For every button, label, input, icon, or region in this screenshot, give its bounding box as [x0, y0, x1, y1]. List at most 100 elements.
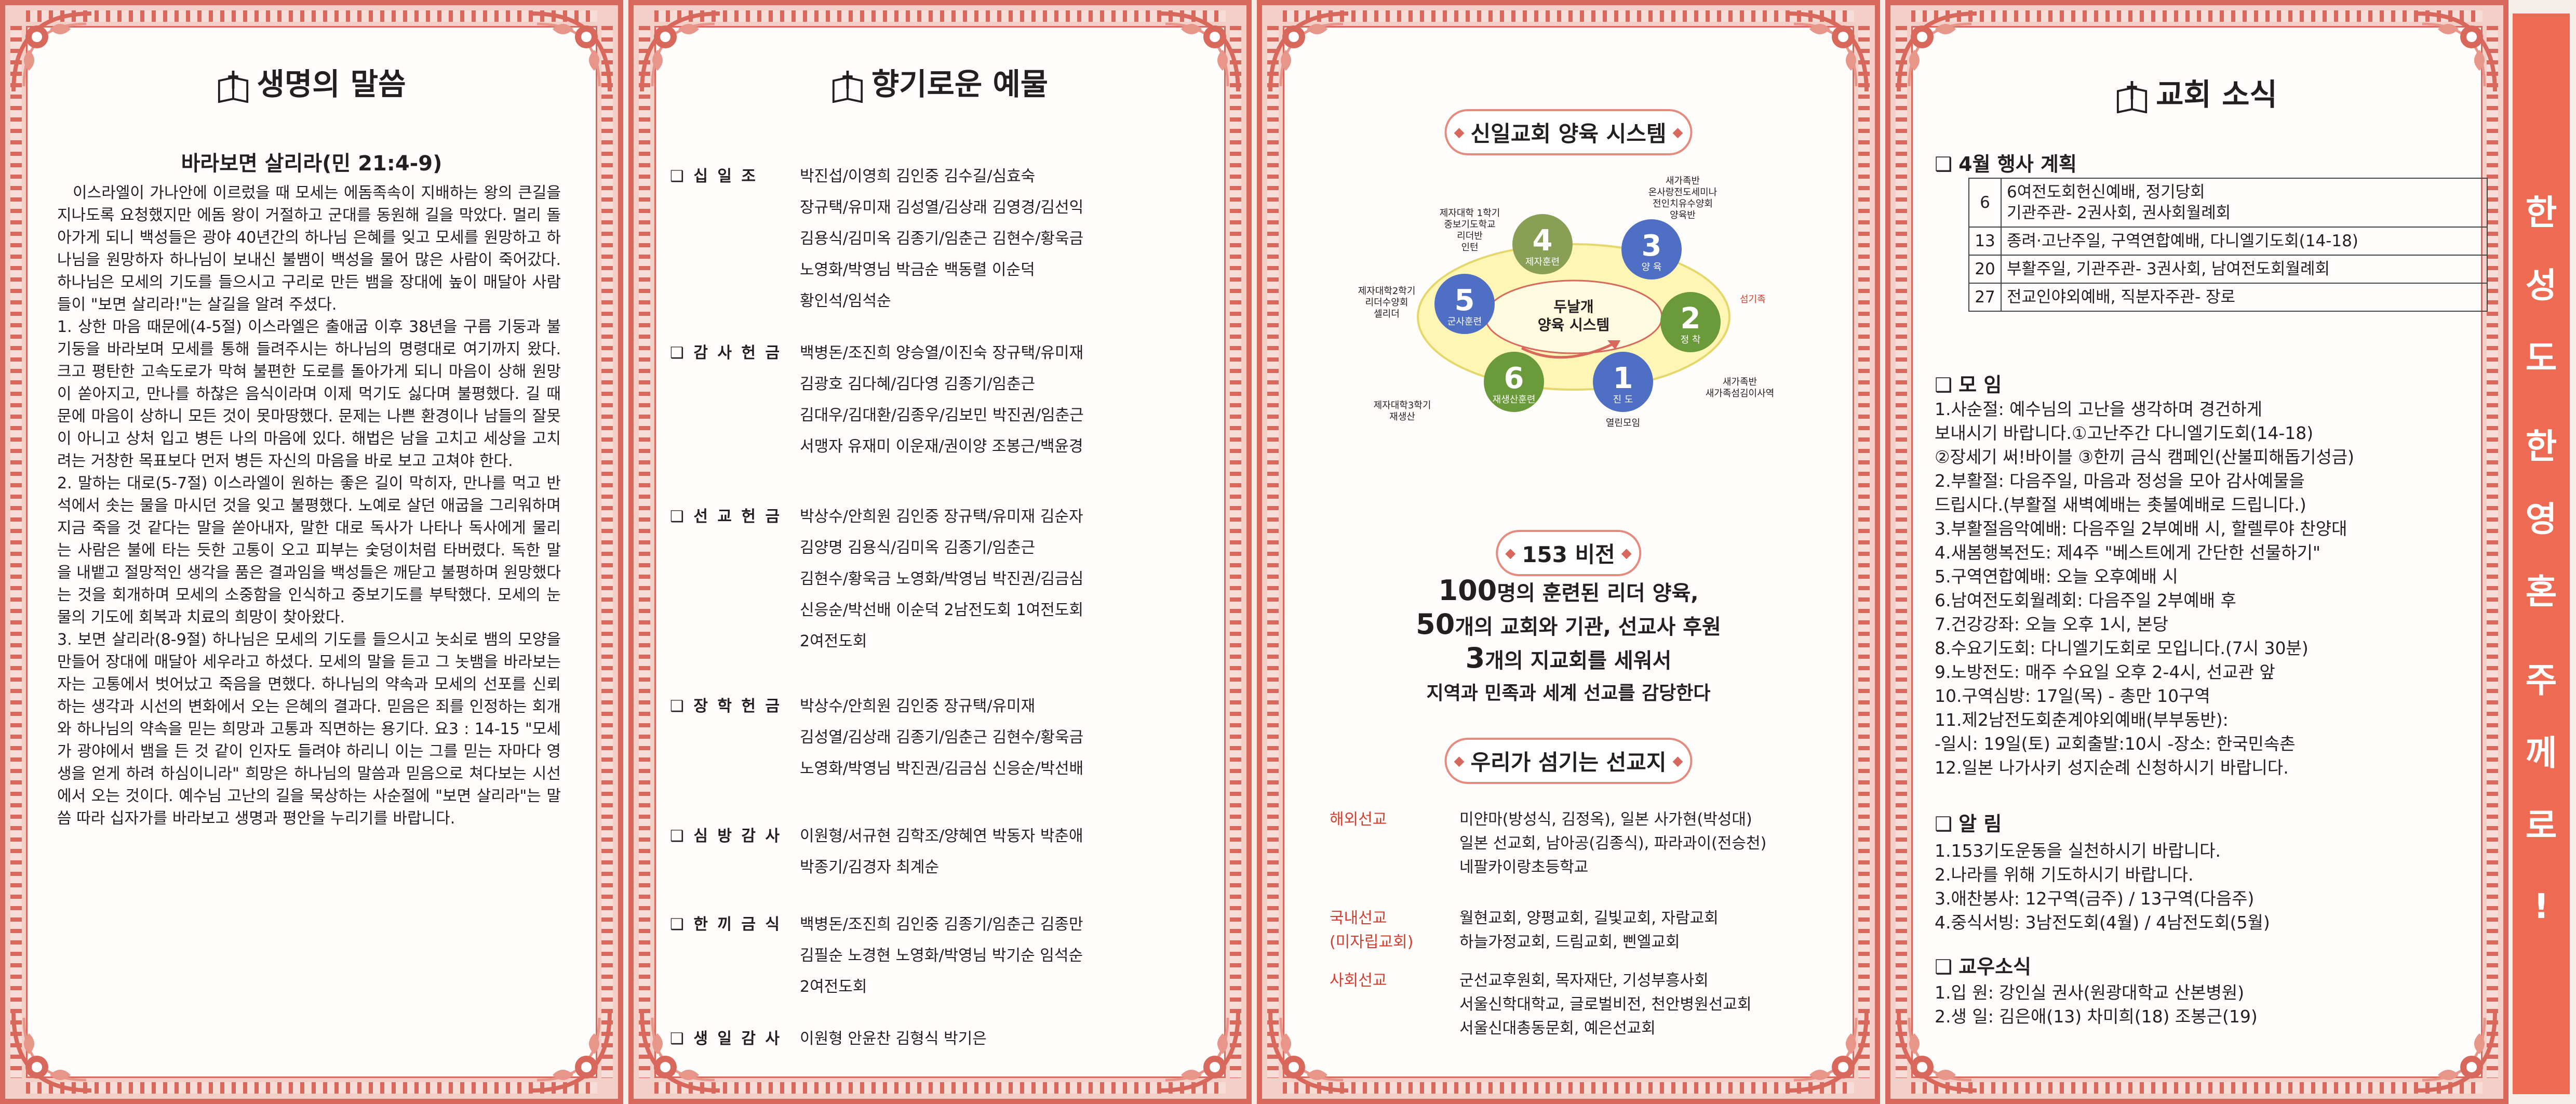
offering-names: 박상수/안희원 김인중 장규택/유미재 김순자 김양명 김용식/김미옥 김종기/… — [800, 508, 1084, 650]
annotation-step3: 새가족반 온사랑전도세미나 전인치유수양회 양육반 — [1648, 176, 1718, 221]
offering-names: 백병돈/조진희 양승열/이진숙 장규택/유미재 김광호 김다혜/김다영 김종기/… — [800, 344, 1084, 456]
border-stripe — [1267, 26, 1279, 1078]
vision-line: 지역과 민족과 세계 선교를 감당한다 — [1426, 683, 1711, 704]
border-stripe — [26, 10, 597, 22]
panel-inner — [654, 26, 1226, 1078]
mission-list: 군선교후원회, 목자재단, 기성부흥사회 서울신학대학교, 글로벌비전, 천안병… — [1459, 972, 1752, 1038]
sermon-point-2: 2. 말하는 대로(5-7절) 이스라엘이 원하는 좋은 길이 막히자, 만나를… — [57, 474, 561, 627]
step-sub: 양 육 — [1642, 262, 1662, 273]
step-number: 4 — [1533, 224, 1553, 258]
bible-cross-icon — [218, 70, 249, 103]
banner-char: 혼 — [2525, 572, 2557, 612]
table-row: 13 종려·고난주일, 구역연합예배, 다니엘기도회(14-18) — [1968, 227, 2488, 256]
vision-line: 3개의 지교회를 세워서 — [1465, 642, 1672, 674]
banner-char: 로 — [2525, 806, 2557, 846]
step-number: 5 — [1455, 284, 1475, 317]
offering-label: ❑ 십 일 조 — [670, 167, 758, 185]
annotation-step5: 제자대학2학기 리더수양회 셀리더 — [1358, 286, 1416, 320]
event-day: 27 — [1968, 283, 2002, 312]
section-title: 향기로운 예물 — [634, 60, 1246, 103]
offering-label: ❑ 선 교 헌 금 — [670, 508, 782, 526]
mission-list: 미얀마(방성식, 김정옥), 일본 사가현(박성대) 일본 선교회, 남아공(김… — [1459, 810, 1767, 876]
border-stripe — [2487, 26, 2498, 1078]
border-stripe — [1896, 26, 1907, 1078]
border-stripe — [1911, 10, 2483, 22]
event-text: 종려·고난주일, 구역연합예배, 다니엘기도회(14-18) — [2001, 227, 2488, 256]
offering-label: ❑ 심 방 감 사 — [670, 827, 782, 845]
annotation-side: 섬기족 — [1740, 294, 1766, 305]
annotation-step2: 새가족반 새가족섬김이사역 — [1705, 377, 1775, 399]
meetings-list: 1.사순절: 예수님의 고난을 생각하며 경건하게 보내시기 바랍니다.①고난주… — [1935, 399, 2355, 778]
meetings-heading: 모 임 — [1935, 369, 2002, 397]
section-title: 생명의 말씀 — [5, 60, 618, 103]
step-sub: 군사훈련 — [1447, 316, 1482, 327]
bible-cross-icon — [2116, 80, 2148, 113]
events-table: 6 6여전도회헌신예배, 정기당회 기관주관- 2권사회, 권사회월례회 13 … — [1968, 178, 2488, 312]
border-stripe — [1283, 1082, 1854, 1094]
offering-names: 이원형 안윤찬 김형식 박기은 — [800, 1030, 987, 1048]
mission-category: 해외선교 — [1330, 810, 1387, 829]
event-day: 20 — [1968, 255, 2002, 284]
annotation-step6: 제자대학3학기 재생산 — [1373, 400, 1431, 422]
annotation-step4: 제자대학 1학기 중보기도학교 리더반 인턴 — [1439, 208, 1500, 253]
mission-category: 사회선교 — [1330, 972, 1387, 990]
event-text: 부활주일, 기관주관- 3권사회, 남여전도회월례회 — [2001, 255, 2488, 284]
center-label-1: 두날개 — [1553, 298, 1593, 315]
step-circle-3: 3 양 육 — [1621, 219, 1682, 280]
step-circle-2: 2 정 착 — [1660, 292, 1721, 352]
border-stripe — [1283, 10, 1854, 22]
vision-line: 100명의 훈련된 리더 양육, — [1438, 574, 1699, 607]
table-row: 27 전교인야외예배, 직분자주관- 장로 — [1968, 283, 2488, 312]
event-text: 6여전도회헌신예배, 정기당회 기관주관- 2권사회, 권사회월례회 — [2001, 178, 2488, 228]
bible-cross-icon — [832, 70, 863, 103]
arrow-icon — [1607, 340, 1620, 350]
banner-char: 한 — [2525, 193, 2557, 233]
panel-word-of-life: 생명의 말씀 바라보면 살리라(민 21:4-9) 이스라엘이 가나안에 이르렀… — [0, 0, 623, 1104]
step-number: 3 — [1642, 229, 1662, 263]
step-circle-1: 1 진 도 — [1593, 352, 1653, 412]
panel-inner — [26, 26, 597, 1078]
corner-ornament-icon — [1265, 1007, 1353, 1096]
members-heading: 교우소식 — [1935, 951, 2031, 979]
border-stripe — [1911, 1082, 2483, 1094]
corner-ornament-icon — [527, 1007, 615, 1096]
center-label-2: 양육 시스템 — [1538, 316, 1610, 334]
event-text: 전교인야외예배, 직분자주관- 장로 — [2001, 283, 2488, 312]
side-banner: 한 성 도 한 영 혼 주 께 로 ! — [2513, 14, 2570, 1094]
events-heading: 4월 행사 계획 — [1935, 148, 2077, 177]
panel-church-news: 교회 소식 4월 행사 계획 6 6여전도회헌신예배, 정기당회 기관주관- 2… — [1885, 0, 2508, 1104]
step-sub: 정 착 — [1681, 335, 1701, 345]
offering-label: ❑ 한 끼 금 식 — [670, 915, 782, 934]
border-stripe — [639, 26, 650, 1078]
table-row: 20 부활주일, 기관주관- 3권사회, 남여전도회월례회 — [1968, 255, 2488, 284]
banner-char: 영 — [2525, 499, 2557, 539]
notices-list: 1.153기도운동을 실천하시기 바랍니다. 2.나라를 위해 기도하시기 바랍… — [1935, 841, 2270, 933]
border-stripe — [654, 10, 1226, 22]
panel-church-vision: 신일교회 양육 시스템 두날개 양육 시스템 4 제자훈련 3 양 육 5 군사… — [1257, 0, 1880, 1104]
corner-ornament-icon — [1783, 8, 1872, 97]
border-stripe — [1858, 26, 1870, 1078]
sermon-point-3: 3. 보면 살리라(8-9절) 하나님은 모세의 기도를 들으시고 놋쇠로 뱀의… — [57, 631, 561, 828]
step-circle-5: 5 군사훈련 — [1434, 274, 1495, 334]
offering-label: ❑ 감 사 헌 금 — [670, 344, 782, 362]
banner-char: 께 — [2525, 733, 2557, 773]
event-day: 6 — [1968, 178, 2002, 228]
mission-title: 우리가 섬기는 선교지 — [1444, 738, 1693, 784]
mission-list: 월현교회, 양평교회, 길빛교회, 자람교회 하늘가정교회, 드림교회, 삔엘교… — [1459, 909, 1719, 951]
step-circle-6: 6 재생산훈련 — [1484, 352, 1544, 412]
corner-ornament-icon — [1265, 8, 1353, 97]
section-title-text: 교회 소식 — [2156, 77, 2277, 112]
step-sub: 재생산훈련 — [1493, 394, 1536, 405]
banner-char: 성 — [2525, 265, 2557, 305]
system-title: 신일교회 양육 시스템 — [1444, 109, 1693, 155]
border-stripe — [601, 26, 613, 1078]
corner-ornament-icon — [8, 1007, 97, 1096]
sermon-title: 바라보면 살리라(민 21:4-9) — [181, 152, 442, 176]
section-title-text: 생명의 말씀 — [257, 66, 406, 102]
step-number: 2 — [1681, 302, 1701, 336]
notices-heading: 알 림 — [1935, 808, 2002, 836]
members-list: 1.입 원: 강인실 권사(원광대학교 산본병원) 2.생 일: 김은애(13)… — [1935, 982, 2258, 1027]
banner-char: 주 — [2525, 660, 2557, 700]
banner-char: 도 — [2525, 338, 2557, 378]
banner-char: ! — [2533, 886, 2550, 926]
